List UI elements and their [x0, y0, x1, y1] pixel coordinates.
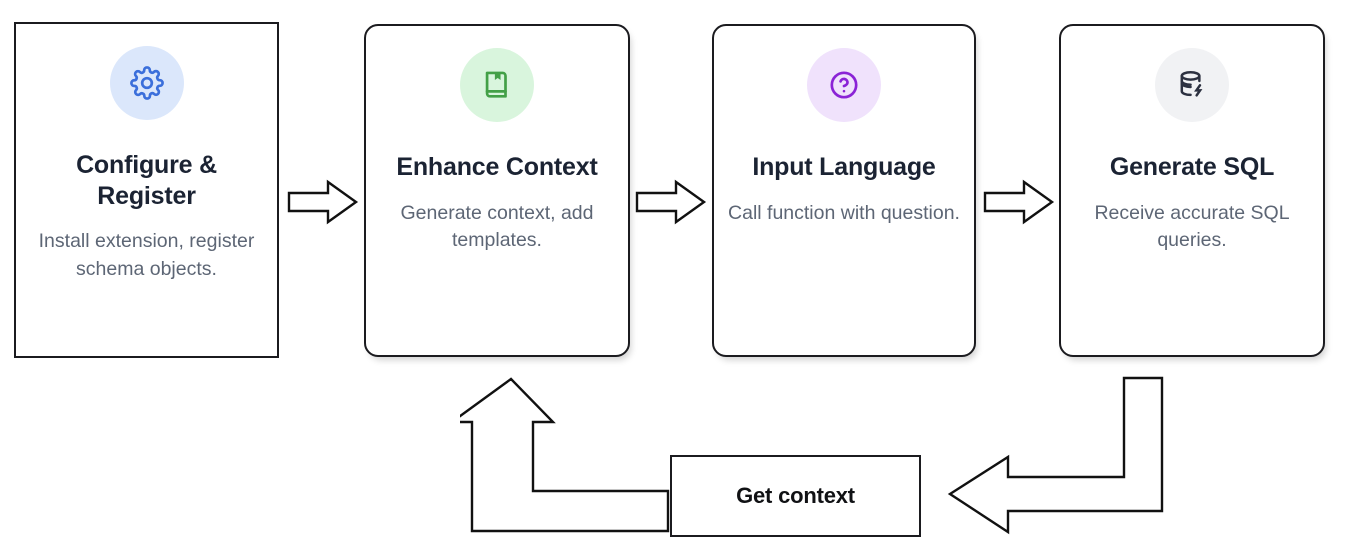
database-bolt-icon	[1180, 71, 1203, 97]
step-card-enhance-context[interactable]: Enhance Context Generate context, add te…	[364, 24, 630, 357]
step-card-generate-sql[interactable]: Generate SQL Receive accurate SQL querie…	[1059, 24, 1325, 357]
gear-settings-icon	[129, 66, 164, 100]
question-circle-icon	[830, 71, 858, 99]
step-card-configure-register[interactable]: Configure & Register Install extension, …	[14, 22, 279, 358]
step-card-title: Generate SQL	[1109, 153, 1275, 181]
get-context-label: Get context	[736, 483, 855, 508]
step-card-description: Receive accurate SQL queries.	[1094, 201, 1290, 252]
right-arrow-icon	[287, 179, 359, 225]
step-card-description: Install extension, register schema objec…	[38, 230, 255, 280]
step-card-description: Generate context, add templates.	[400, 201, 594, 252]
step-card-title: Input Language	[752, 153, 936, 181]
arrow-step1-to-step2	[287, 179, 359, 225]
database-bolt-icon-badge	[1155, 48, 1229, 122]
step-card-title: Configure & Register	[76, 151, 217, 210]
arrow-step2-to-step3	[635, 179, 707, 225]
elbow-left-arrow-icon	[947, 376, 1164, 535]
right-arrow-icon	[983, 179, 1055, 225]
get-context-box[interactable]: Get context	[670, 455, 921, 537]
elbow-up-arrow-icon	[448, 377, 670, 533]
right-arrow-icon	[635, 179, 707, 225]
step-card-description: Call function with question.	[728, 201, 960, 224]
question-circle-icon-badge	[807, 48, 881, 122]
book-bookmark-icon	[485, 71, 507, 98]
step-card-input-language[interactable]: Input Language Call function with questi…	[712, 24, 976, 357]
step-card-title: Enhance Context	[396, 153, 598, 181]
arrow-step3-to-step4	[983, 179, 1055, 225]
elbow-arrow-up-into-enhance-context	[448, 374, 680, 545]
gear-settings-icon-badge	[109, 46, 184, 120]
book-bookmark-icon-badge	[460, 48, 534, 122]
elbow-arrow-left-from-generate-sql	[938, 368, 1170, 549]
